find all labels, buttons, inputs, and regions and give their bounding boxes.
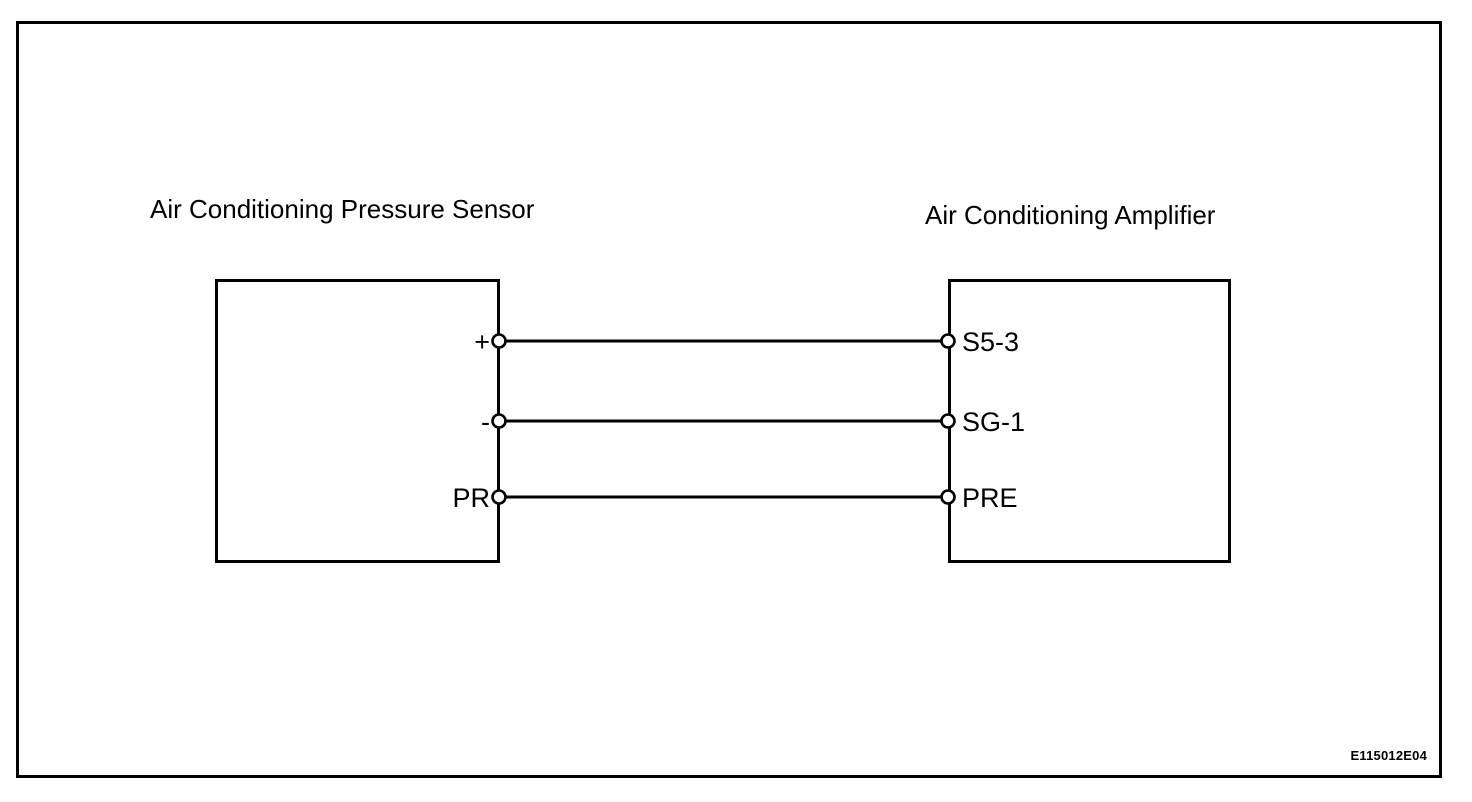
pressure-sensor-title: Air Conditioning Pressure Sensor	[150, 194, 535, 224]
component-pressure-sensor: Air Conditioning Pressure Sensor + - PR	[150, 194, 535, 563]
terminal-s5-3-label: S5-3	[962, 327, 1019, 357]
diagram-border	[16, 21, 1442, 778]
terminal-pr-node	[491, 489, 507, 505]
terminal-pre-label: PRE	[962, 483, 1018, 513]
terminal-sg-1-node	[940, 413, 956, 429]
reference-code: E115012E04	[1351, 748, 1428, 763]
terminal-plus-label: +	[474, 327, 490, 357]
component-ac-amplifier: Air Conditioning Amplifier S5-3 SG-1 PRE	[925, 200, 1231, 563]
terminal-plus-node	[491, 333, 507, 349]
terminal-minus-label: -	[481, 407, 490, 437]
terminal-sg-1-label: SG-1	[962, 407, 1025, 437]
terminal-minus-node	[491, 413, 507, 429]
pressure-sensor-box	[215, 279, 500, 563]
terminal-pre-node	[940, 489, 956, 505]
ac-amplifier-title: Air Conditioning Amplifier	[925, 200, 1216, 230]
terminal-pre: PRE	[940, 483, 1018, 513]
terminal-s5-3-node	[940, 333, 956, 349]
connection-wires	[505, 339, 942, 499]
terminal-pr-label: PR	[452, 483, 490, 513]
terminal-s5-3: S5-3	[940, 327, 1019, 357]
terminal-pr: PR	[452, 483, 507, 513]
terminal-sg-1: SG-1	[940, 407, 1025, 437]
terminal-plus: +	[474, 327, 507, 357]
